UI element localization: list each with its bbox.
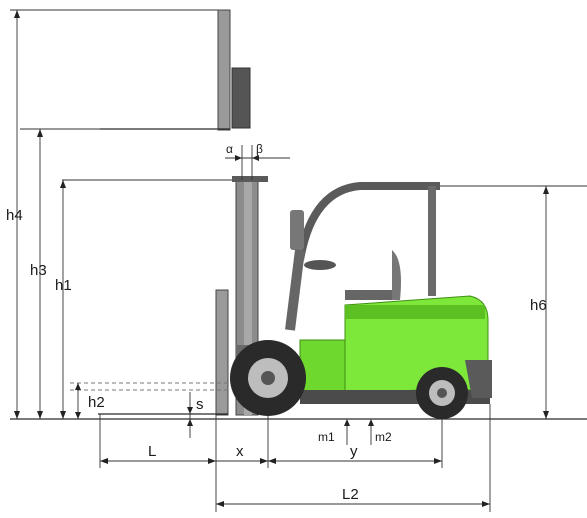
label-L2: L2 (342, 486, 359, 503)
label-m1: m1 (318, 430, 335, 444)
label-x: x (236, 443, 244, 460)
dimension-h4 (14, 10, 20, 419)
dimension-s (187, 392, 193, 438)
label-h3: h3 (30, 262, 47, 279)
dimension-m2 (368, 419, 374, 445)
lowered-fork (70, 382, 228, 415)
label-beta: β (256, 142, 263, 156)
label-s: s (196, 396, 204, 413)
dimension-y (268, 458, 442, 464)
dimension-h6 (543, 186, 549, 419)
raised-fork (10, 9, 251, 131)
dimension-h3 (37, 129, 43, 419)
label-y: y (350, 443, 358, 460)
label-alpha: α (226, 142, 233, 156)
dimension-m1 (344, 419, 350, 445)
label-m2: m2 (375, 430, 392, 444)
dimension-x (216, 458, 268, 464)
label-h6: h6 (530, 297, 547, 314)
label-h1: h1 (55, 277, 72, 294)
dimension-h1 (60, 180, 66, 419)
dimension-L2 (216, 501, 490, 507)
label-L: L (148, 443, 156, 460)
forklift-body (230, 182, 492, 419)
dimension-h2 (75, 383, 81, 419)
tilt-angle-indicator (225, 145, 290, 180)
dimension-L (100, 458, 216, 464)
label-h2: h2 (88, 394, 105, 411)
label-h4: h4 (6, 207, 23, 224)
